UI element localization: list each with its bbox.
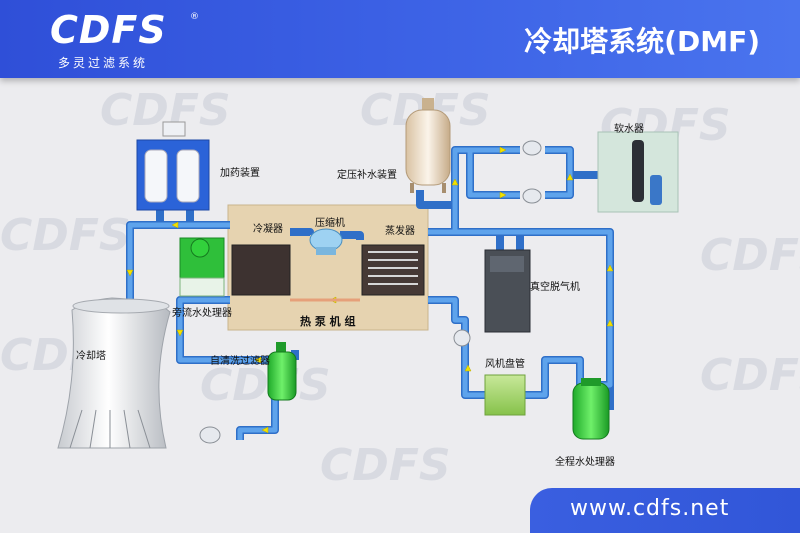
bypass-water-treater (179, 237, 225, 297)
cooling-tower (57, 297, 171, 449)
watermark: CDFS (700, 230, 800, 281)
label-evaporator: 蒸发器 (385, 226, 415, 237)
footer-bar: www.cdfs.net (530, 488, 800, 533)
evaporator (361, 244, 425, 296)
page-title: 冷却塔系统(DMF) (524, 25, 760, 58)
label-vacuum-degasser: 真空脱气机 (530, 282, 580, 293)
label-compressor: 压缩机 (315, 218, 345, 229)
label-condenser: 冷凝器 (253, 224, 283, 235)
compressor (309, 228, 343, 255)
label-cooling-tower: 冷却塔 (76, 351, 106, 362)
label-softener: 软水器 (614, 124, 644, 135)
dosing-unit (136, 121, 210, 211)
brand-logo: CDFS ® 多灵过滤系统 (50, 8, 200, 70)
logo-registered-mark: ® (190, 12, 199, 22)
label-dosing: 加药装置 (220, 168, 260, 179)
logo-subtitle: 多灵过滤系统 (58, 56, 149, 70)
watermark: CDFS (200, 360, 331, 411)
pressure-makeup-tank (405, 98, 451, 193)
label-fan-coil: 风机盘管 (485, 359, 525, 370)
website-url[interactable]: www.cdfs.net (570, 496, 730, 521)
label-pressure-makeup: 定压补水装置 (337, 170, 397, 181)
label-full-process-treater: 全程水处理器 (555, 457, 615, 468)
label-heat-pump: 热 泵 机 组 (300, 315, 356, 328)
label-self-clean-filter: 自清洗过滤器 (210, 356, 270, 367)
watermark: CDFS (320, 440, 451, 491)
label-bypass-treater: 旁流水处理器 (172, 308, 232, 319)
fan-coil (484, 374, 526, 416)
condenser (231, 244, 291, 296)
water-softener (597, 131, 679, 213)
logo-text: CDFS (50, 8, 167, 52)
watermark: CDFS (700, 350, 800, 401)
watermark: CDFS (0, 210, 131, 261)
header-bar: CDFS ® 多灵过滤系统 冷却塔系统(DMF) (0, 0, 800, 78)
self-clean-filter (267, 342, 297, 401)
full-process-treater (572, 378, 610, 440)
vacuum-degasser (484, 249, 531, 333)
pump (199, 140, 542, 444)
